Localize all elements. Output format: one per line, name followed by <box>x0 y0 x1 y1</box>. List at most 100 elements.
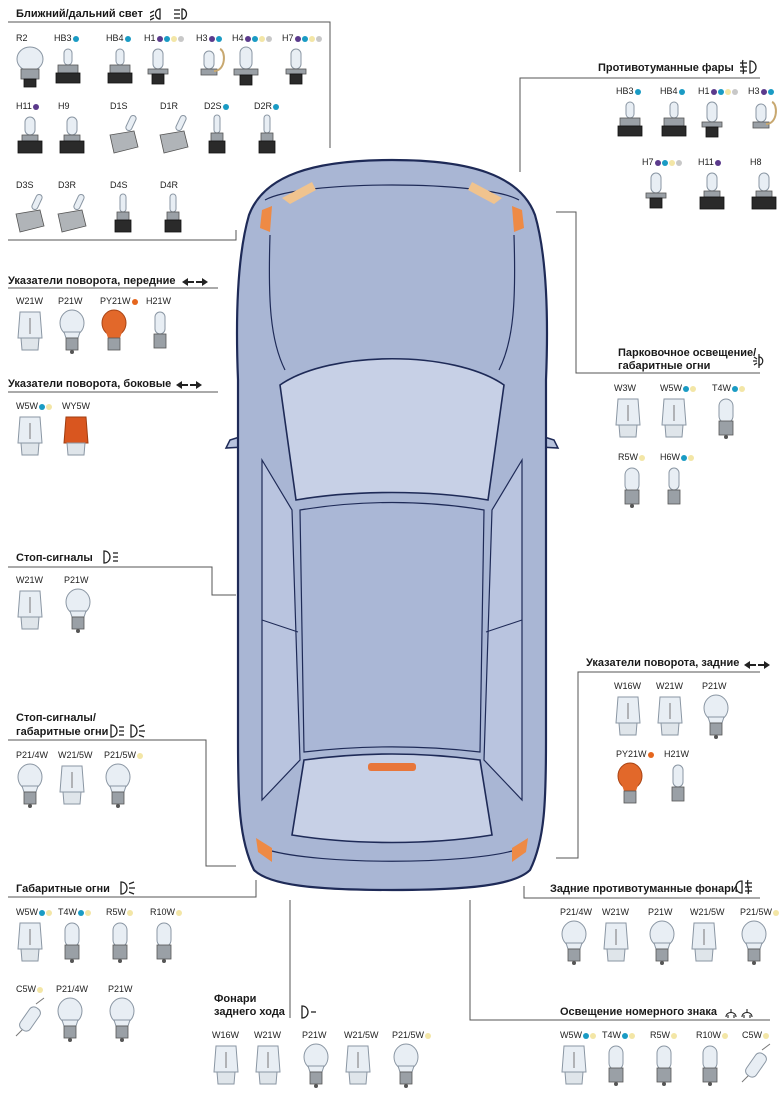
bulb-label: P21/4W <box>560 907 592 917</box>
bulb-label: PY21W <box>100 296 138 306</box>
availability-dot-yellow <box>425 1032 432 1039</box>
bulb-label: H9 <box>58 101 70 111</box>
bulb-code: HB4 <box>106 33 124 43</box>
bulb-h-small-icon <box>140 45 176 91</box>
bulb-code: W16W <box>212 1030 239 1040</box>
bulb-label: W21/5W <box>58 750 93 760</box>
bulb-code: W5W <box>560 1030 582 1040</box>
availability-dot-blue <box>124 35 131 42</box>
fog-title: Противотуманные фары <box>598 62 734 74</box>
bulb-h4-icon <box>228 45 264 91</box>
parking-light-icon <box>752 353 768 369</box>
bulb-code: P21W <box>108 984 133 994</box>
bulb-code: P21/4W <box>560 907 593 917</box>
bulb-label: D2S <box>204 101 229 111</box>
bulb-code: H4 <box>232 33 244 43</box>
bulb-h-small-icon <box>694 98 730 144</box>
stop-light-icon <box>100 549 120 565</box>
bulb-label: H3 <box>748 86 774 96</box>
front-turn-title: Указатели поворота, передние <box>8 275 176 287</box>
bulb-bayonet-icon <box>298 1042 334 1088</box>
bulb-wedge-icon <box>610 395 646 441</box>
availability-dot-purple <box>156 35 163 42</box>
availability-dot-purple <box>760 88 767 95</box>
bulb-small-icon <box>656 464 692 510</box>
turn-signal-icon <box>744 658 770 672</box>
bulb-label: H4 <box>232 33 272 43</box>
bulb-wedge-icon <box>556 1042 592 1088</box>
availability-dot-yellow <box>724 88 731 95</box>
bulb-wedge-icon <box>54 762 90 808</box>
availability-dot-yellow <box>37 986 43 993</box>
bulb-code: C5W <box>742 1030 762 1040</box>
availability-dot-yellow <box>639 454 645 461</box>
availability-dot-blue <box>251 35 258 42</box>
availability-dot-yellow <box>46 909 52 916</box>
bulb-wedge-icon <box>610 693 646 739</box>
bulb-code: H3 <box>196 33 208 43</box>
bulb-code: D3R <box>58 180 77 190</box>
bulb-label: H11 <box>16 101 39 111</box>
bulb-label: H7 <box>282 33 322 43</box>
bulb-code: T4W <box>58 907 77 917</box>
bulb-code: W21W <box>16 296 43 306</box>
bulb-code: D2S <box>204 101 222 111</box>
bulb-wedge-icon <box>686 919 722 965</box>
side-turn-title: Указатели поворота, боковые <box>8 378 172 390</box>
bulb-code: PY21W <box>100 296 131 306</box>
availability-dot-gray <box>315 35 322 42</box>
bulb-code: D4S <box>110 180 128 190</box>
availability-dot-purple <box>208 35 215 42</box>
bulb-hb-icon <box>656 98 692 144</box>
bulb-label: PY21W <box>616 749 654 759</box>
bulb-hb-icon <box>50 45 86 91</box>
bulb-label: R10W <box>150 907 183 917</box>
availability-dot-yellow <box>763 1032 769 1039</box>
bulb-code: H9 <box>58 101 70 111</box>
availability-dot-orange <box>131 298 138 305</box>
bulb-code: H3 <box>748 86 760 96</box>
bulb-bayonet-icon <box>104 996 140 1042</box>
availability-dot-blue <box>78 909 84 916</box>
bulb-wedge-icon <box>652 693 688 739</box>
bulb-xenon-box-icon <box>106 113 142 159</box>
availability-dot-blue <box>163 35 170 42</box>
bulb-bayonet-amber-icon <box>96 308 132 354</box>
bulb-bayonet-icon <box>52 996 88 1042</box>
bulb-xenon-icon <box>200 113 236 159</box>
bulb-code: P21W <box>58 296 83 306</box>
reverse-title-2: заднего хода <box>214 1006 285 1018</box>
bulb-label: D3S <box>16 180 34 190</box>
availability-dot-yellow <box>668 159 675 166</box>
bulb-wedge-icon <box>656 395 692 441</box>
bulb-label: W5W <box>560 1030 596 1040</box>
availability-dot-yellow <box>739 385 745 392</box>
availability-dot-yellow <box>773 909 780 916</box>
bulb-h11-icon <box>54 113 90 159</box>
bulb-label: T4W <box>58 907 91 917</box>
bulb-code: W21W <box>254 1030 281 1040</box>
bulb-label: H7 <box>642 157 682 167</box>
bulb-code: W21W <box>656 681 683 691</box>
bulb-code: H8 <box>750 157 762 167</box>
availability-dot-blue <box>583 1032 589 1039</box>
bulb-code: R5W <box>618 452 638 462</box>
reverse-title-1: Фонари <box>214 993 257 1005</box>
bulb-code: T4W <box>602 1030 621 1040</box>
bulb-xenon-box-icon <box>156 113 192 159</box>
bulb-bayonet-small-icon <box>708 395 744 441</box>
availability-dot-yellow <box>690 385 696 392</box>
bulb-code: P21/5W <box>104 750 137 760</box>
bulb-small-icon <box>142 308 178 354</box>
availability-dot-purple <box>294 35 301 42</box>
bulb-h-small-icon <box>278 45 314 91</box>
bulb-code: W3W <box>614 383 636 393</box>
bulb-code: D3S <box>16 180 34 190</box>
bulb-label: H8 <box>750 157 762 167</box>
bulb-code: P21W <box>64 575 89 585</box>
bulb-label: H21W <box>146 296 171 306</box>
bulb-label: D4R <box>160 180 178 190</box>
bulb-wedge-icon <box>12 587 48 633</box>
availability-dot-gray <box>675 159 682 166</box>
bulb-code: H21W <box>664 749 690 759</box>
